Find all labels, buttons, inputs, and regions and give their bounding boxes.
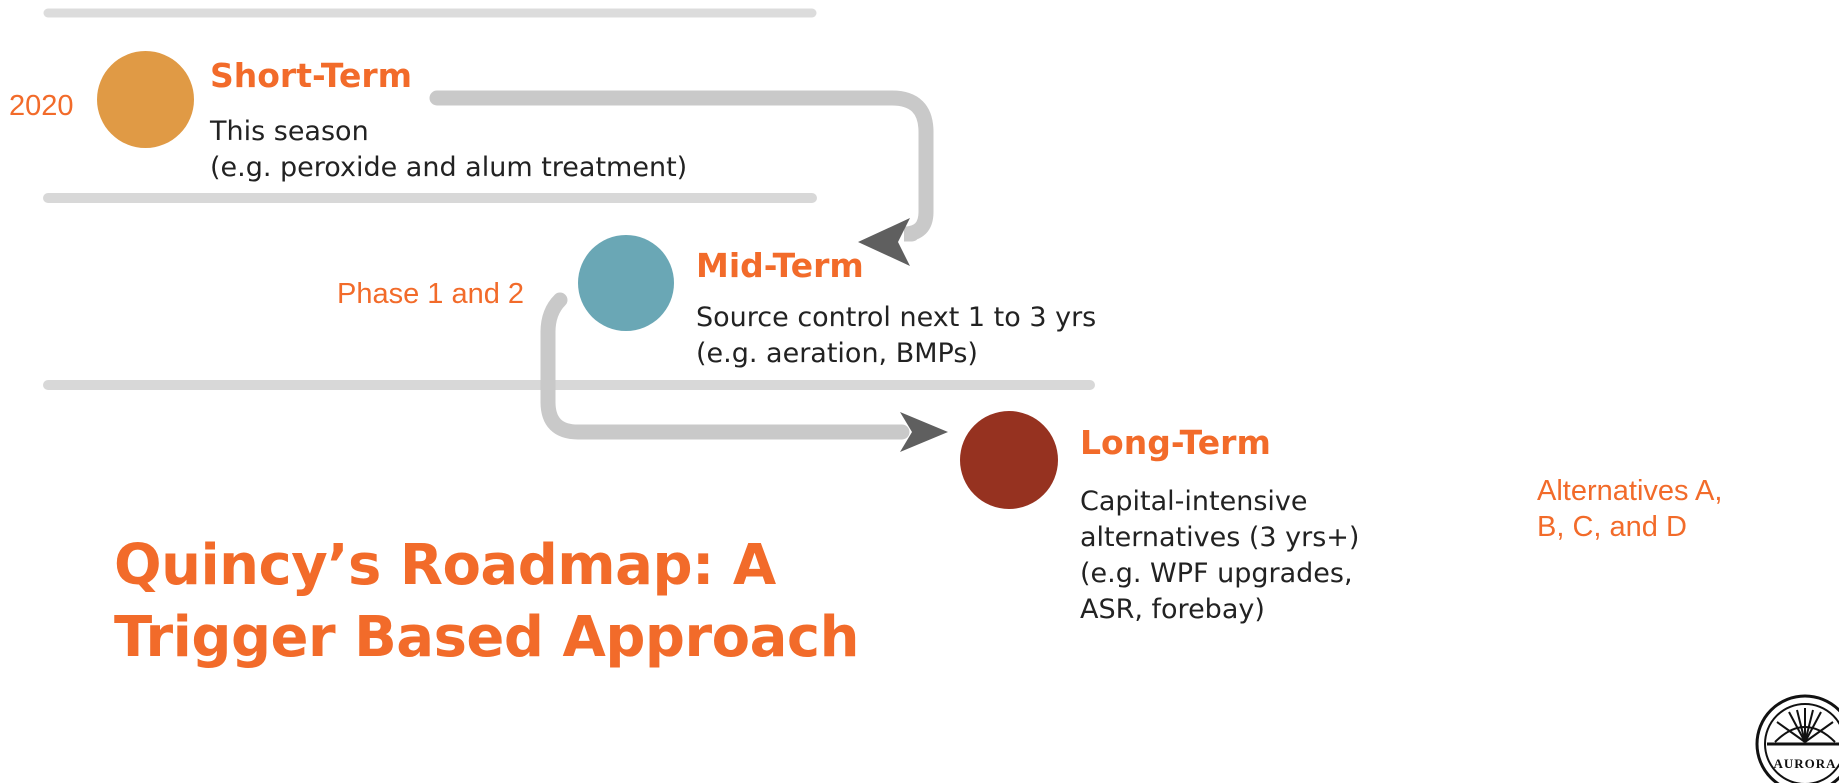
long-term-note-line: Alternatives A, — [1537, 475, 1723, 507]
long-term-description: Capital-intensive alternatives (3 yrs+) … — [1080, 484, 1359, 628]
short-term-note-text: 2020 — [9, 90, 74, 122]
main-title-line: Quincy’s Roadmap: A — [114, 533, 776, 598]
mid-term-note: Phase 1 and 2 — [337, 276, 524, 312]
short-term-description: This season (e.g. peroxide and alum trea… — [210, 114, 687, 186]
long-term-note-line: B, C, and D — [1537, 511, 1687, 543]
short-term-title: Short-Term — [210, 56, 412, 95]
mid-term-circle — [578, 235, 674, 331]
arrowhead-long — [900, 412, 948, 452]
mid-term-desc-line: Source control next 1 to 3 yrs — [696, 302, 1097, 333]
mid-term-title: Mid-Term — [696, 246, 864, 285]
main-title-line: Trigger Based Approach — [114, 605, 859, 670]
long-term-desc-line: (e.g. WPF upgrades, — [1080, 558, 1353, 589]
aurora-seal-icon: AURORA — [1755, 694, 1839, 783]
short-term-circle — [97, 51, 194, 148]
long-term-desc-line: ASR, forebay) — [1080, 594, 1265, 625]
long-term-desc-line: Capital-intensive — [1080, 486, 1308, 517]
connector-arrow-mid-to-long — [540, 292, 910, 440]
long-term-note: Alternatives A, B, C, and D — [1537, 473, 1722, 545]
short-term-desc-line: This season — [210, 116, 369, 147]
connector-arrow-short-to-mid — [429, 90, 934, 242]
long-term-desc-line: alternatives (3 yrs+) — [1080, 522, 1360, 553]
long-term-title: Long-Term — [1080, 423, 1271, 462]
long-term-circle — [960, 411, 1058, 509]
main-title: Quincy’s Roadmap: A Trigger Based Approa… — [114, 530, 859, 674]
mid-term-desc-line: (e.g. aeration, BMPs) — [696, 338, 978, 369]
short-term-note: 2020 — [9, 88, 74, 124]
short-term-desc-line: (e.g. peroxide and alum treatment) — [210, 152, 688, 183]
mid-term-description: Source control next 1 to 3 yrs (e.g. aer… — [696, 300, 1096, 372]
logo-text: AURORA — [1773, 756, 1836, 771]
mid-term-note-text: Phase 1 and 2 — [337, 278, 525, 310]
arrowhead-mid — [858, 218, 910, 266]
